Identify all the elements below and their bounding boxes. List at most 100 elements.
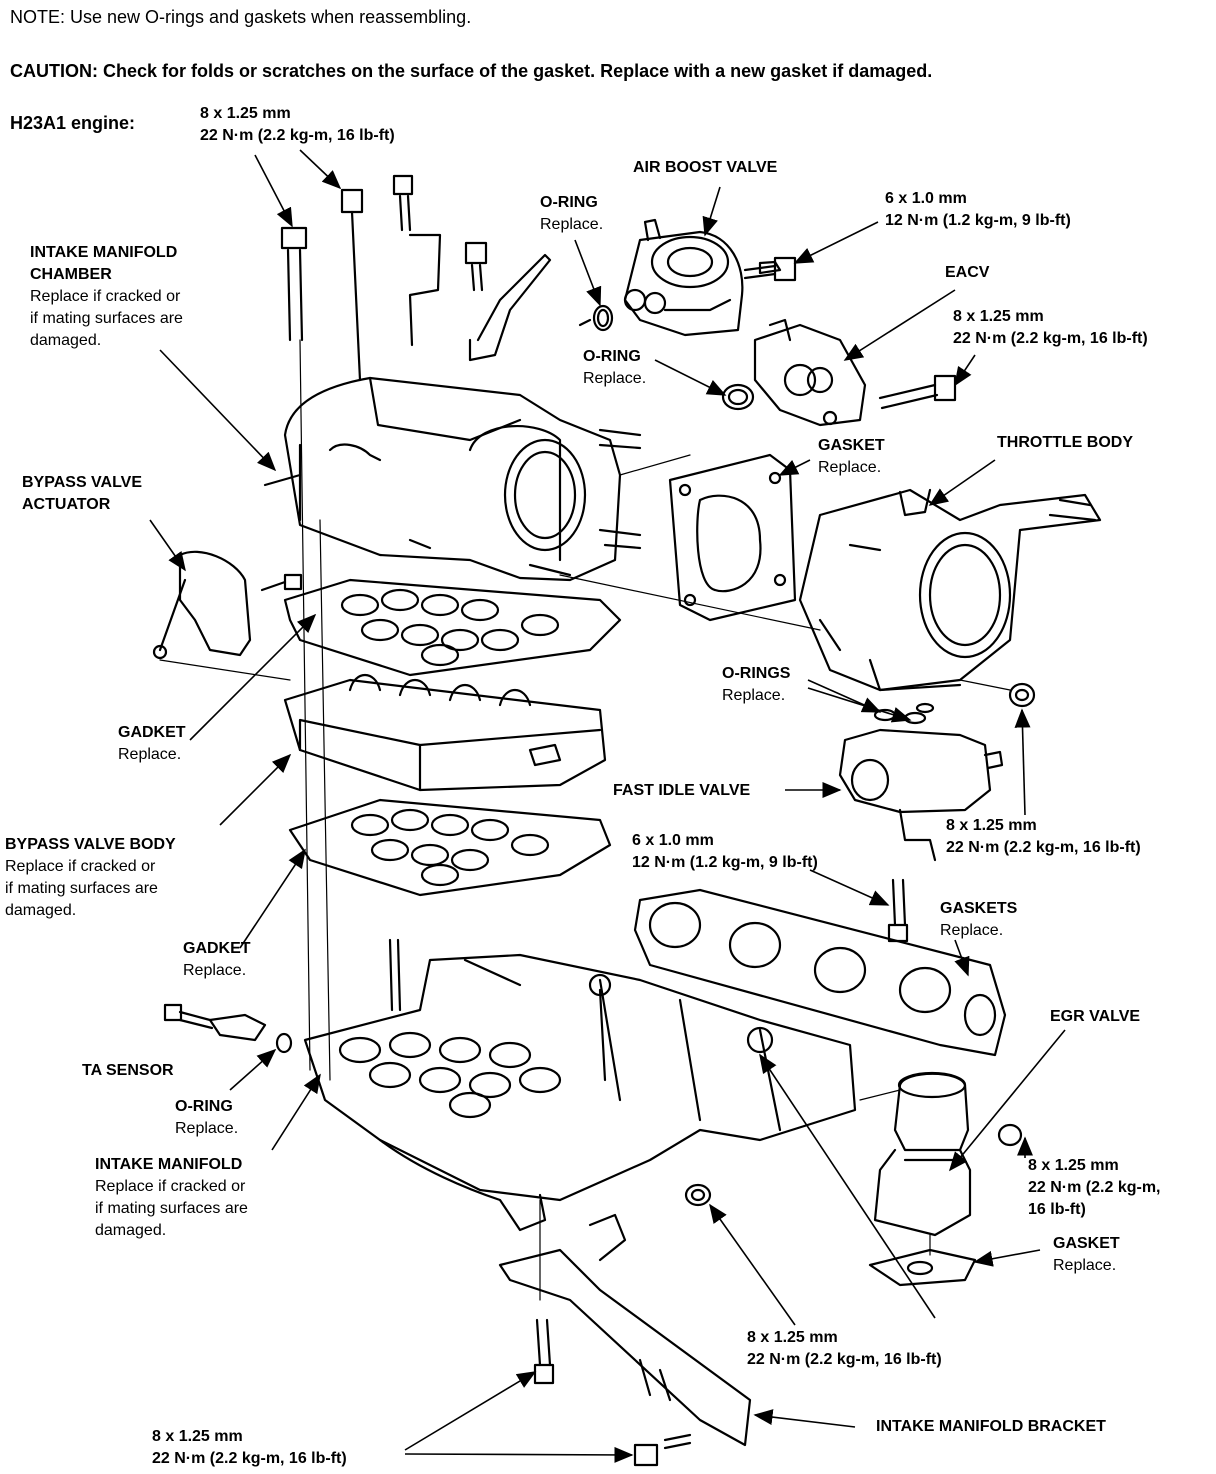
throttle-body-label: THROTTLE BODY: [997, 434, 1133, 451]
gasket-title-1: GASKET: [818, 437, 885, 454]
top-bolt-spec: 8 x 1.25 mm 22 N·m (2.2 kg-m, 16 lb-ft): [200, 103, 395, 147]
intake-manifold-title: INTAKE MANIFOLD: [95, 1156, 243, 1173]
chamber-note-3: damaged.: [30, 332, 102, 349]
fast-idle-bolt: [887, 878, 909, 943]
bracket-bolt-torque: 22 N·m (2.2 kg-m, 16 lb-ft): [152, 1450, 347, 1467]
engine-label: H23A1 engine:: [10, 113, 136, 133]
throttle-nut-spec: 8 x 1.25 mm 22 N·m (2.2 kg-m, 16 lb-ft): [946, 815, 1141, 859]
fast-idle-bolt-size: 6 x 1.0 mm: [632, 832, 714, 849]
o-ring-label-1: O-RING Replace.: [540, 192, 603, 236]
gadket-title-2: GADKET: [183, 940, 251, 957]
o-rings-label: O-RINGS Replace.: [722, 663, 790, 707]
chamber-note-2: if mating surfaces are: [30, 310, 183, 327]
leader-arrows: [149, 149, 1066, 1463]
manifold-note-3: damaged.: [95, 1222, 167, 1239]
egr-valve-label: EGR VALVE: [1050, 1008, 1141, 1025]
bypass-actuator-title-2: ACTUATOR: [22, 496, 111, 513]
throttle-nut-size: 8 x 1.25 mm: [946, 817, 1037, 834]
top-bolt-size: 8 x 1.25 mm: [200, 105, 291, 122]
o-ring-replace-3: Replace.: [175, 1120, 239, 1137]
intake-manifold-chamber: [263, 376, 642, 582]
egr-nut-torque-2: 16 lb-ft): [1028, 1201, 1086, 1218]
gasket-title-2: GASKET: [1053, 1235, 1120, 1252]
manifold-port-gaskets: [633, 888, 1007, 1057]
egr-nut-size: 8 x 1.25 mm: [1028, 1157, 1119, 1174]
intake-chamber-label: INTAKE MANIFOLD CHAMBER Replace if crack…: [30, 242, 183, 352]
fast-idle-bolt-torque: 12 N·m (1.2 kg-m, 9 lb-ft): [632, 854, 818, 871]
eacv-bolt: [878, 374, 957, 410]
egr-gasket: [868, 1248, 977, 1287]
ta-sensor-label: TA SENSOR: [82, 1062, 174, 1079]
air-boost-bolt-spec: 6 x 1.0 mm 12 N·m (1.2 kg-m, 9 lb-ft): [885, 188, 1071, 232]
intake-manifold: [303, 938, 857, 1232]
manifold-note-1: Replace if cracked or: [95, 1178, 246, 1195]
gadket-label-1: GADKET Replace.: [118, 722, 186, 766]
bypass-body-label: BYPASS VALVE BODY Replace if cracked or …: [5, 834, 176, 922]
intake-manifold-bracket: [498, 1213, 752, 1447]
manifold-nut-torque: 22 N·m (2.2 kg-m, 16 lb-ft): [747, 1351, 942, 1368]
caution-text: CAUTION: Check for folds or scratches on…: [10, 61, 933, 81]
bypass-body-title: BYPASS VALVE BODY: [5, 836, 176, 853]
throttle-body-nut: [1008, 682, 1036, 708]
eacv-bolt-spec: 8 x 1.25 mm 22 N·m (2.2 kg-m, 16 lb-ft): [953, 306, 1148, 350]
gaskets-replace: Replace.: [940, 922, 1004, 939]
fast-idle-valve-label: FAST IDLE VALVE: [613, 782, 751, 799]
air-boost-bolt-size: 6 x 1.0 mm: [885, 190, 967, 207]
air-boost-valve-label: AIR BOOST VALVE: [633, 159, 778, 176]
top-bolt-torque: 22 N·m (2.2 kg-m, 16 lb-ft): [200, 127, 395, 144]
body-note-1: Replace if cracked or: [5, 858, 156, 875]
fast-idle-valve: [838, 728, 1004, 862]
manifold-note-2: if mating surfaces are: [95, 1200, 248, 1217]
egr-nut-torque-1: 22 N·m (2.2 kg-m,: [1028, 1179, 1161, 1196]
note-text: NOTE: Use new O-rings and gaskets when r…: [10, 7, 472, 27]
throttle-nut-torque: 22 N·m (2.2 kg-m, 16 lb-ft): [946, 839, 1141, 856]
bypass-actuator-title-1: BYPASS VALVE: [22, 474, 143, 491]
air-boost-bolt-torque: 12 N·m (1.2 kg-m, 9 lb-ft): [885, 212, 1071, 229]
o-ring-replace-1: Replace.: [540, 216, 604, 233]
throttle-body-gasket: [668, 453, 797, 622]
gadket-replace-2: Replace.: [183, 962, 247, 979]
o-ring-title-3: O-RING: [175, 1098, 233, 1115]
throttle-body: [798, 488, 1102, 692]
bypass-actuator-label: BYPASS VALVE ACTUATOR: [22, 472, 142, 516]
egr-nut: [997, 1123, 1023, 1147]
bracket-label: INTAKE MANIFOLD BRACKET: [876, 1418, 1106, 1435]
fast-idle-bolt-spec: 6 x 1.0 mm 12 N·m (1.2 kg-m, 9 lb-ft): [632, 830, 818, 874]
bracket-bolts: [533, 1318, 692, 1467]
eacv-o-ring: [721, 383, 755, 411]
lower-gasket: [288, 798, 612, 897]
air-boost-o-ring: [578, 304, 614, 332]
o-ring-label-2: O-RING Replace.: [583, 346, 646, 390]
intake-chamber-title-2: CHAMBER: [30, 266, 112, 283]
egr-nut-spec: 8 x 1.25 mm 22 N·m (2.2 kg-m, 16 lb-ft): [1028, 1155, 1160, 1221]
manifold-nut-spec: 8 x 1.25 mm 22 N·m (2.2 kg-m, 16 lb-ft): [747, 1327, 942, 1371]
air-boost-bolt: [743, 256, 797, 282]
gasket-replace-1: Replace.: [818, 459, 882, 476]
o-ring-label-3: O-RING Replace.: [175, 1096, 238, 1140]
gadket-label-2: GADKET Replace.: [183, 938, 251, 982]
upper-gasket: [283, 578, 622, 677]
gadket-title-1: GADKET: [118, 724, 186, 741]
o-ring-replace-2: Replace.: [583, 370, 647, 387]
eacv-bolt-torque: 22 N·m (2.2 kg-m, 16 lb-ft): [953, 330, 1148, 347]
bracket-bolt-size: 8 x 1.25 mm: [152, 1428, 243, 1445]
o-rings-replace: Replace.: [722, 687, 786, 704]
fast-idle-o-rings: [873, 702, 935, 725]
gasket-label-2: GASKET Replace.: [1053, 1233, 1120, 1277]
eacv-valve: [753, 318, 867, 427]
ta-sensor: [163, 1003, 293, 1054]
gasket-replace-2: Replace.: [1053, 1257, 1117, 1274]
intake-chamber-title-1: INTAKE MANIFOLD: [30, 244, 178, 261]
body-note-2: if mating surfaces are: [5, 880, 158, 897]
bypass-valve-actuator: [152, 550, 303, 660]
intake-manifold-label: INTAKE MANIFOLD Replace if cracked or if…: [95, 1154, 248, 1242]
body-note-3: damaged.: [5, 902, 77, 919]
gasket-label-1: GASKET Replace.: [818, 435, 885, 479]
chamber-stud-bolts: [280, 174, 552, 382]
o-rings-title: O-RINGS: [722, 665, 791, 682]
eacv-bolt-size: 8 x 1.25 mm: [953, 308, 1044, 325]
bypass-valve-body: [283, 673, 607, 792]
egr-valve: [873, 1071, 972, 1237]
gadket-replace-1: Replace.: [118, 746, 182, 763]
